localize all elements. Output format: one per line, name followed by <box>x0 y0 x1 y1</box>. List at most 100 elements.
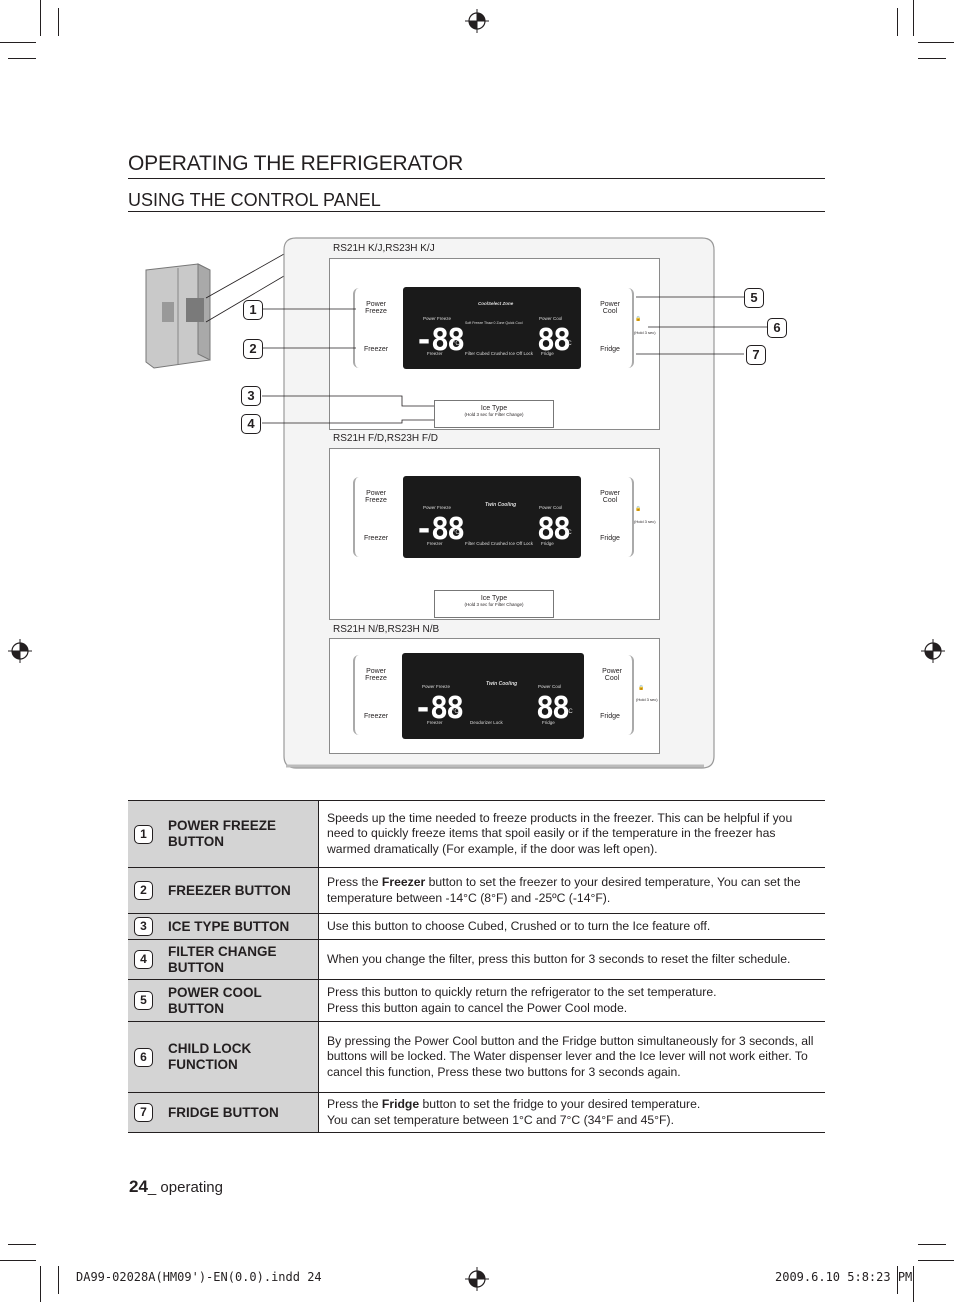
callout-3: 3 <box>241 386 261 406</box>
lcd-unit: °C <box>453 341 460 347</box>
fridge-temp-display: 88 <box>536 691 570 726</box>
freezer-temp-display: -88 <box>414 691 464 726</box>
registration-mark-icon <box>465 1267 489 1291</box>
lcd-label: CoolSelect Zone <box>478 301 514 306</box>
lcd-display: Power Freeze Twin Cooling Power Cool -88… <box>403 476 581 558</box>
row-description: Use this button to choose Cubed, Crushed… <box>318 913 825 940</box>
desc-bold: Fridge <box>381 1097 420 1111</box>
model-label: RS21H K/J,RS23H K/J <box>333 243 435 254</box>
fridge-temp-display: 88 <box>537 323 571 358</box>
ice-type-button[interactable]: Ice Type (Hold 3 sec for Filter Change) <box>434 400 554 428</box>
desc-text: Press the <box>327 875 382 889</box>
freezer-temp-display: -88 <box>415 512 465 547</box>
page-footer: 24_ operating <box>129 1177 223 1197</box>
crop-mark <box>58 8 59 36</box>
lcd-label: Freezer <box>427 720 443 725</box>
fridge-temp-display: 88 <box>537 512 571 547</box>
row-description: Speeds up the time needed to freeze prod… <box>318 800 825 868</box>
hold-label: (Hold 3 sec) <box>636 697 658 702</box>
row-label: FILTER CHANGE BUTTON <box>168 943 277 975</box>
registration-mark-icon <box>921 639 945 663</box>
lcd-label: Power Freeze <box>422 684 451 689</box>
lock-icon: 🔒 <box>635 316 642 322</box>
fridge-button[interactable]: Fridge <box>600 713 620 720</box>
ice-type-label: Ice Type <box>480 405 508 412</box>
lcd-label: Power Cool <box>538 684 562 689</box>
desc-text: button to set the freezer to your desire… <box>327 875 801 905</box>
ice-type-button[interactable]: Ice Type (Hold 3 sec for Filter Change) <box>434 590 554 618</box>
crop-mark <box>897 1266 898 1294</box>
page-title: OPERATING THE REFRIGERATOR <box>128 152 464 175</box>
registration-mark-icon <box>465 9 489 33</box>
desc-text: Press this button again to cancel the Po… <box>327 1000 628 1015</box>
row-label: FREEZER BUTTON <box>168 882 291 898</box>
lcd-label: Freezer <box>427 541 443 546</box>
crop-mark <box>8 58 36 59</box>
row-description: Press the Freezer button to set the free… <box>318 867 825 914</box>
desc-text: Press the <box>327 1097 382 1111</box>
crop-mark <box>0 1260 36 1261</box>
button-bezel <box>592 288 634 368</box>
button-bezel <box>592 477 634 557</box>
freezer-button[interactable]: Freezer <box>363 346 389 353</box>
leader-lines <box>262 296 767 424</box>
row-number: 5 <box>134 991 153 1010</box>
freezer-button[interactable]: Freezer <box>363 535 389 542</box>
callout-4: 4 <box>241 414 261 434</box>
lcd-label: Fridge <box>541 351 554 356</box>
hold-label: (Hold 3 sec) <box>634 330 656 335</box>
freezer-temp-display: -88 <box>415 323 465 358</box>
title-rule <box>128 178 825 179</box>
freezer-button[interactable]: Freezer <box>363 713 389 720</box>
desc-bold: Freezer <box>381 875 426 889</box>
crop-mark <box>40 0 41 36</box>
fridge-button[interactable]: Fridge <box>600 346 620 353</box>
callout-6: 6 <box>767 318 787 338</box>
hold-label: (Hold 3 sec) <box>634 519 656 524</box>
lcd-label: Soft Freeze Thaw 0 Zone Quick Cool <box>465 321 523 325</box>
footer-section: _ operating <box>147 1179 223 1196</box>
slug-filename: DA99-02028A(HM09')-EN(0.0).indd 24 <box>76 1270 322 1284</box>
fridge-button[interactable]: Fridge <box>600 535 620 542</box>
button-bezel <box>353 477 395 557</box>
lcd-label: Power Freeze <box>423 505 452 510</box>
lock-icon: 🔒 <box>635 506 642 512</box>
callout-5: 5 <box>744 288 764 308</box>
lcd-label: Power Freeze <box>423 316 452 321</box>
callout-7: 7 <box>746 345 766 365</box>
crop-mark <box>918 1244 946 1245</box>
page-number: 24 <box>129 1177 148 1196</box>
row-label: POWER FREEZE BUTTON <box>168 818 277 849</box>
model-label: RS21H N/B,RS23H N/B <box>333 624 440 635</box>
row-description: By pressing the Power Cool button and th… <box>318 1021 825 1093</box>
row-description: Press the Fridge button to set the fridg… <box>318 1092 825 1133</box>
section-rule <box>128 211 825 212</box>
crop-mark <box>0 42 36 43</box>
registration-mark-icon <box>8 639 32 663</box>
row-number: 4 <box>134 950 153 969</box>
desc-text: You can set temperature between 1°C and … <box>327 1112 674 1127</box>
ice-type-label: Ice Type <box>480 595 508 602</box>
crop-mark <box>40 1266 41 1302</box>
lcd-label: Filter Cubed Crushed Ice Off Lock <box>465 541 533 546</box>
button-bezel <box>353 655 395 735</box>
crop-mark <box>8 1244 36 1245</box>
lcd-label: Freezer <box>427 351 443 356</box>
crop-mark <box>913 0 914 36</box>
callout-2: 2 <box>243 339 263 359</box>
